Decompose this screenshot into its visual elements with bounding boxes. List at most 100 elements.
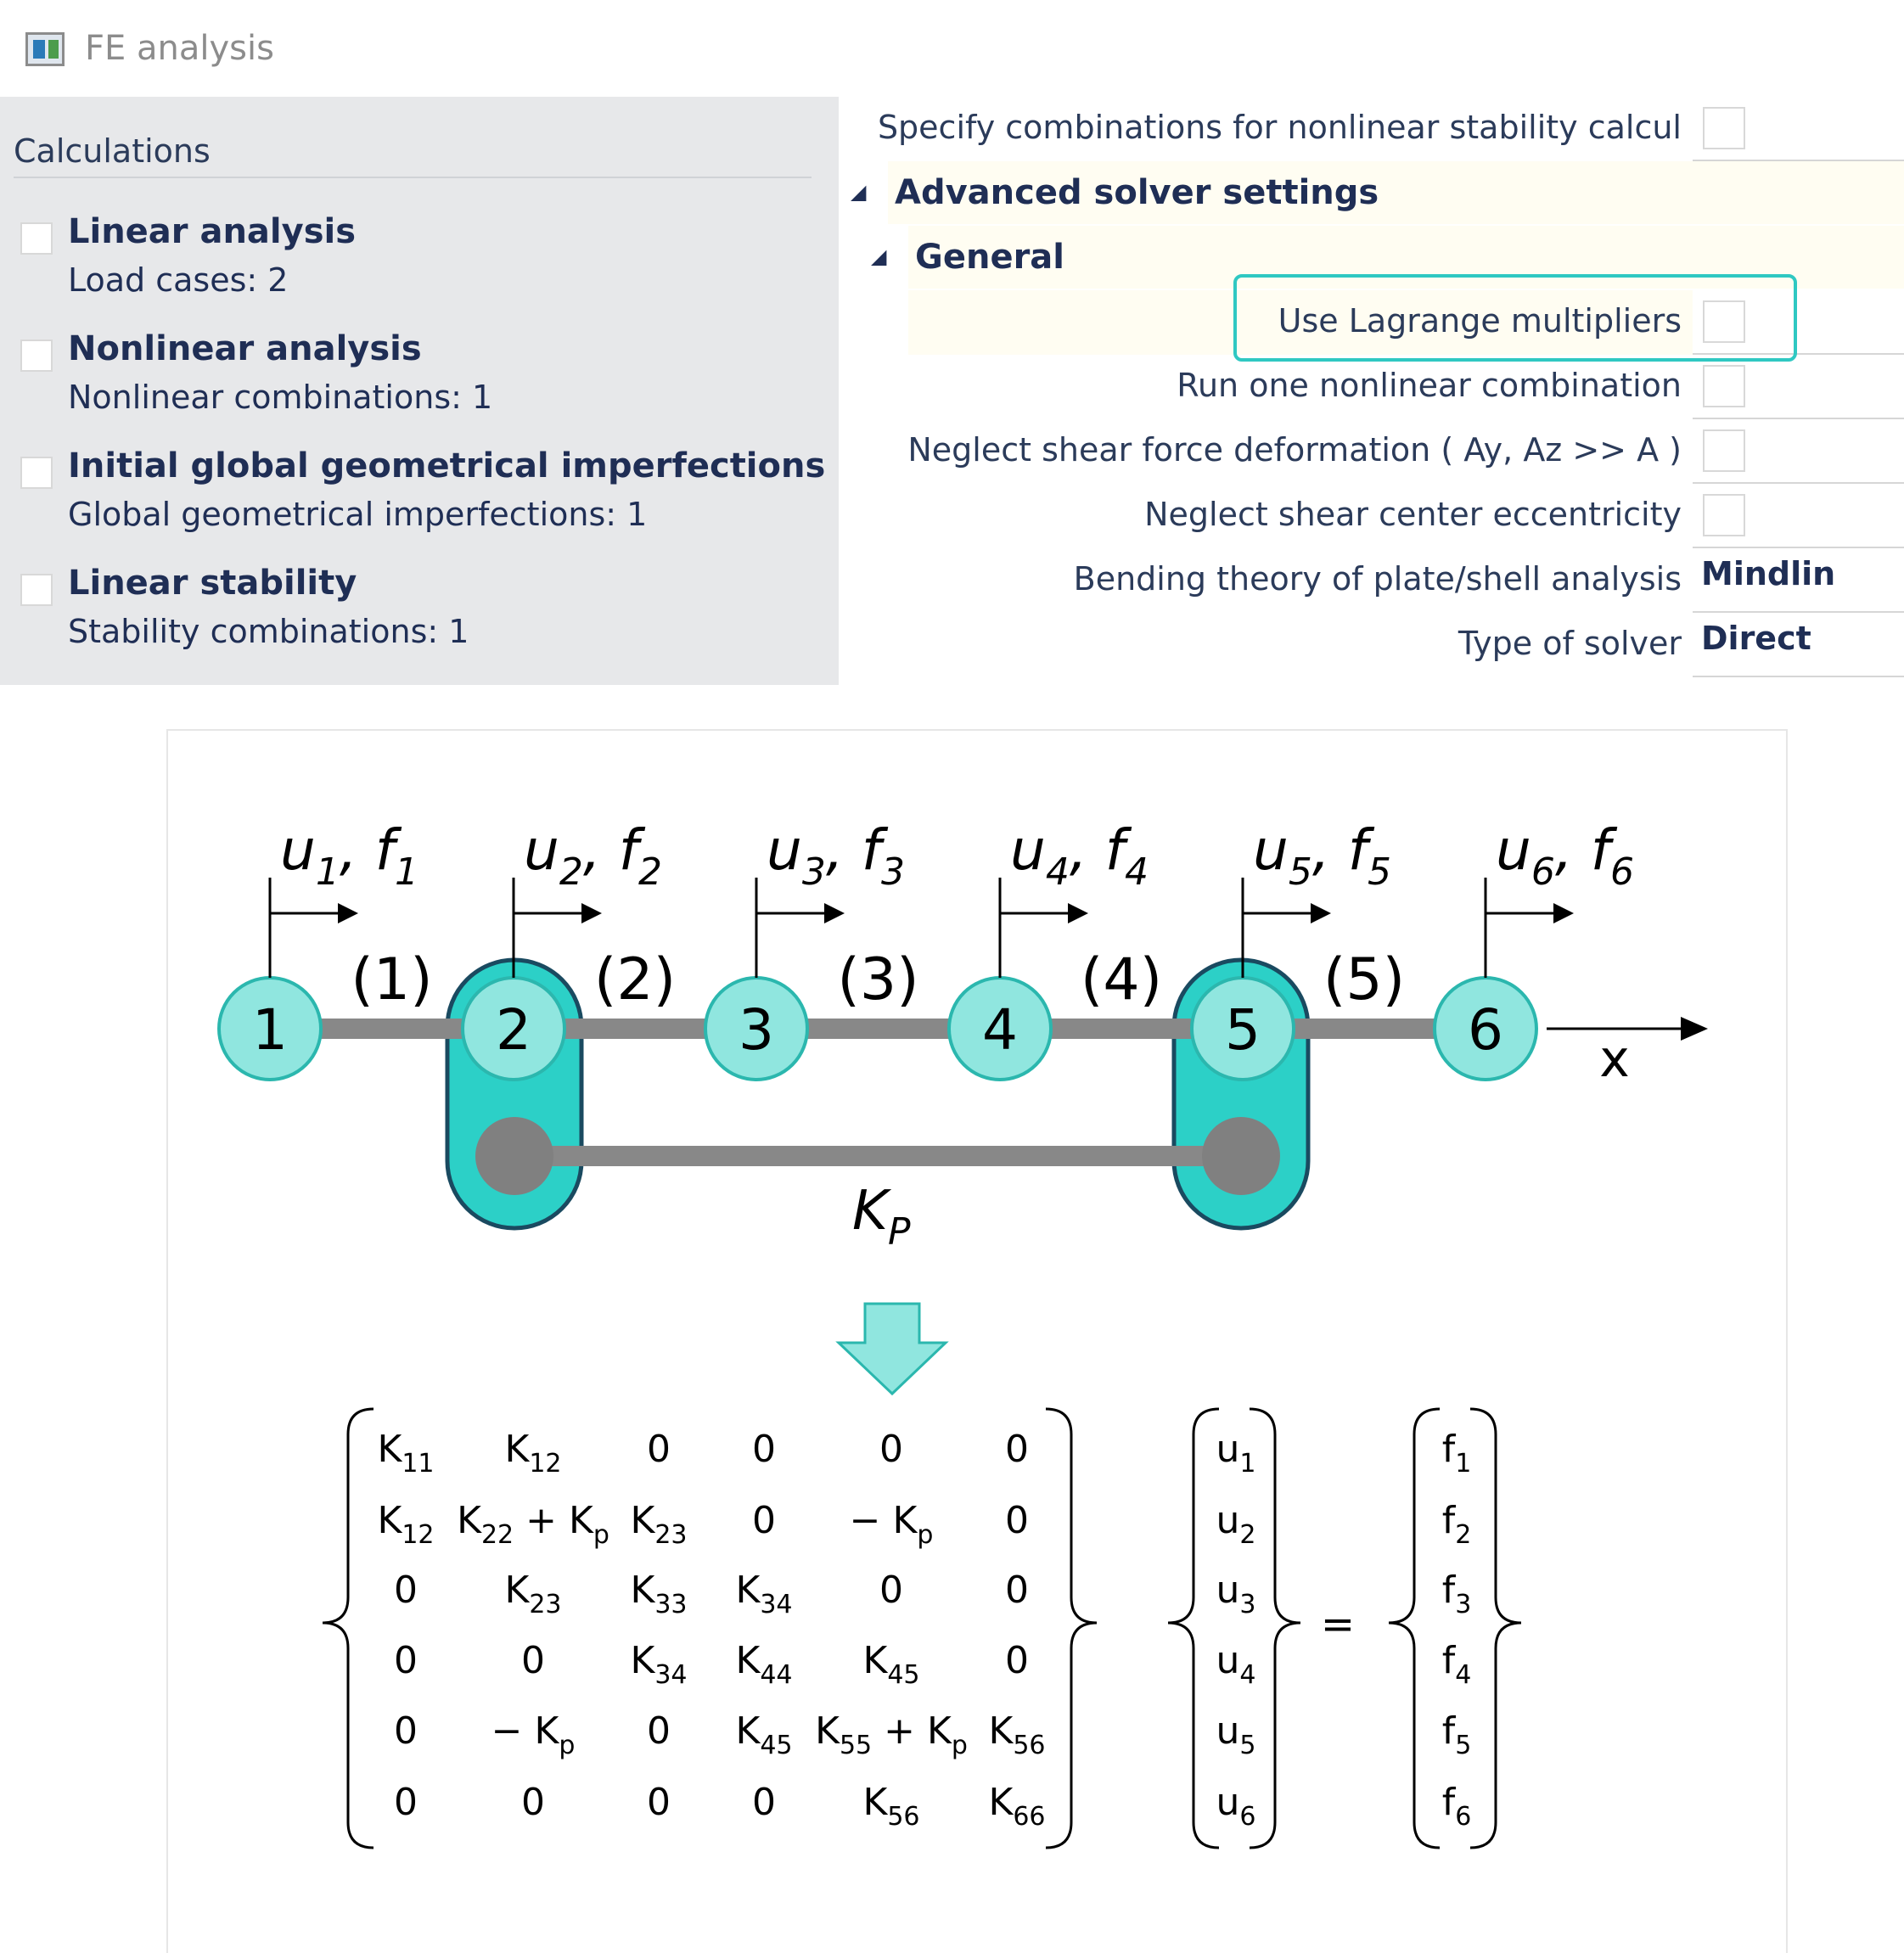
imperfections-checkbox[interactable] <box>20 457 53 489</box>
divider <box>1693 611 1904 613</box>
matrix-entry: 0 <box>752 1781 776 1824</box>
matrix-entry: 0 <box>1005 1428 1029 1471</box>
matrix-entry: u1 <box>1216 1428 1256 1479</box>
calc-item-title: Linear stability <box>68 564 357 603</box>
neglect-shear-center-checkbox[interactable] <box>1703 494 1745 536</box>
linear-stability-checkbox[interactable] <box>20 574 53 606</box>
divider <box>1693 676 1904 677</box>
f-left-brace <box>1388 1407 1441 1849</box>
matrix-entry: f6 <box>1442 1781 1472 1832</box>
collapse-triangle-icon[interactable]: ◢ <box>871 244 887 268</box>
matrix-entry: f3 <box>1442 1569 1472 1619</box>
x-axis-label: x <box>1599 1030 1630 1089</box>
matrix-entry: f2 <box>1442 1499 1472 1550</box>
prop-label: Bending theory of plate/shell analysis <box>1073 560 1682 598</box>
matrix-entry: 0 <box>879 1569 903 1612</box>
calculations-panel: Calculations Linear analysis Load cases:… <box>0 97 839 685</box>
matrix-entry: K34 <box>630 1639 687 1690</box>
prop-row-specify-combinations: Specify combinations for nonlinear stabi… <box>839 97 1904 161</box>
matrix-entry: K22 + Kp <box>457 1499 609 1550</box>
bending-theory-value[interactable]: Mindlin <box>1701 555 1836 592</box>
calc-item-imperfections[interactable]: Initial global geometrical imperfections… <box>68 446 825 533</box>
prop-row-lagrange: Use Lagrange multipliers <box>839 290 1904 355</box>
matrix-entry: 0 <box>647 1428 671 1471</box>
matrix-entry: 0 <box>394 1709 418 1753</box>
divider <box>1693 353 1904 355</box>
matrix-entry: K55 + Kp <box>815 1709 968 1760</box>
down-arrow-icon <box>835 1302 949 1396</box>
calc-item-linear-stability[interactable]: Linear stability Stability combinations:… <box>68 564 469 650</box>
matrix-entry: K12 <box>377 1499 434 1550</box>
calc-item-linear-analysis[interactable]: Linear analysis Load cases: 2 <box>68 212 356 299</box>
divider <box>1693 547 1904 548</box>
x-axis-arrowhead-icon <box>1681 1017 1708 1041</box>
divider <box>1693 418 1904 419</box>
node-number: 5 <box>1225 997 1261 1063</box>
dof-arrowhead-icon <box>1311 903 1331 923</box>
calculations-heading: Calculations <box>14 132 211 170</box>
divider <box>1693 482 1904 484</box>
specify-combinations-checkbox[interactable] <box>1703 107 1745 149</box>
matrix-entry: 0 <box>752 1499 776 1542</box>
matrix-entry: K56 <box>862 1781 919 1832</box>
matrix-entry: f1 <box>1442 1428 1472 1479</box>
dof-label: u4, f4 <box>1010 817 1149 894</box>
matrix-entry: u4 <box>1216 1639 1256 1690</box>
matrix-entry: K45 <box>735 1709 792 1760</box>
divider <box>14 177 812 178</box>
matrix-entry: 0 <box>1005 1569 1029 1612</box>
matrix-entry: K11 <box>377 1428 434 1479</box>
group-title: Advanced solver settings <box>895 173 1379 212</box>
group-general[interactable]: General <box>908 226 1904 289</box>
prop-label: Neglect shear center eccentricity <box>1144 496 1682 533</box>
run-one-combination-checkbox[interactable] <box>1703 365 1745 407</box>
equation-braces <box>322 1407 1522 1849</box>
linear-analysis-checkbox[interactable] <box>20 222 53 255</box>
matrix-entry: K66 <box>988 1781 1045 1832</box>
matrix-entry: 0 <box>1005 1639 1029 1682</box>
matrix-entry: 0 <box>394 1569 418 1612</box>
matrix-entry: 0 <box>879 1428 903 1471</box>
matrix-entry: 0 <box>1005 1499 1029 1542</box>
prop-label: Use Lagrange multipliers <box>1278 302 1682 340</box>
divider <box>1693 160 1904 161</box>
lagrange-highlight-frame <box>1233 274 1797 362</box>
neglect-shear-deformation-checkbox[interactable] <box>1703 429 1745 472</box>
lagrange-multipliers-checkbox[interactable] <box>1703 300 1745 343</box>
prop-row-run-one: Run one nonlinear combination <box>839 355 1904 419</box>
prop-label: Type of solver <box>1457 625 1682 662</box>
matrix-entry: 0 <box>394 1781 418 1824</box>
calc-item-nonlinear-analysis[interactable]: Nonlinear analysis Nonlinear combination… <box>68 329 492 416</box>
nonlinear-analysis-checkbox[interactable] <box>20 340 53 372</box>
matrix-entry: − Kp <box>850 1499 934 1550</box>
node-number: 2 <box>496 997 531 1063</box>
calc-item-title: Initial global geometrical imperfections <box>68 446 826 485</box>
prop-row-neglect-shear-center: Neglect shear center eccentricity <box>839 484 1904 548</box>
kp-pin-left <box>475 1117 553 1195</box>
node-number: 4 <box>982 997 1018 1063</box>
matrix-entry: K34 <box>735 1569 792 1619</box>
matrix-entry: K23 <box>630 1499 687 1550</box>
matrix-entry: K23 <box>504 1569 561 1619</box>
matrix-entry: u5 <box>1216 1709 1256 1760</box>
matrix-entry: K33 <box>630 1569 687 1619</box>
equals-sign: = <box>1321 1601 1355 1648</box>
calc-item-subtitle: Global geometrical imperfections: 1 <box>68 496 648 533</box>
collapse-triangle-icon[interactable]: ◢ <box>851 180 867 204</box>
kp-pin-right <box>1202 1117 1280 1195</box>
prop-row-neglect-shear-deformation: Neglect shear force deformation ( Ay, Az… <box>839 419 1904 484</box>
matrix-entry: f4 <box>1442 1639 1472 1690</box>
matrix-entry: K12 <box>504 1428 561 1479</box>
matrix-left-brace <box>322 1407 374 1849</box>
f-right-brace <box>1469 1407 1522 1849</box>
matrix-entry: K44 <box>735 1639 792 1690</box>
solver-type-value[interactable]: Direct <box>1701 620 1811 657</box>
matrix-entry: 0 <box>521 1781 545 1824</box>
prop-label: Run one nonlinear combination <box>1177 367 1682 404</box>
matrix-entry: u3 <box>1216 1569 1256 1619</box>
group-advanced-solver-settings[interactable]: Advanced solver settings <box>888 161 1904 224</box>
kp-label: KP <box>852 1180 911 1254</box>
dof-arrowhead-icon <box>1553 903 1574 923</box>
